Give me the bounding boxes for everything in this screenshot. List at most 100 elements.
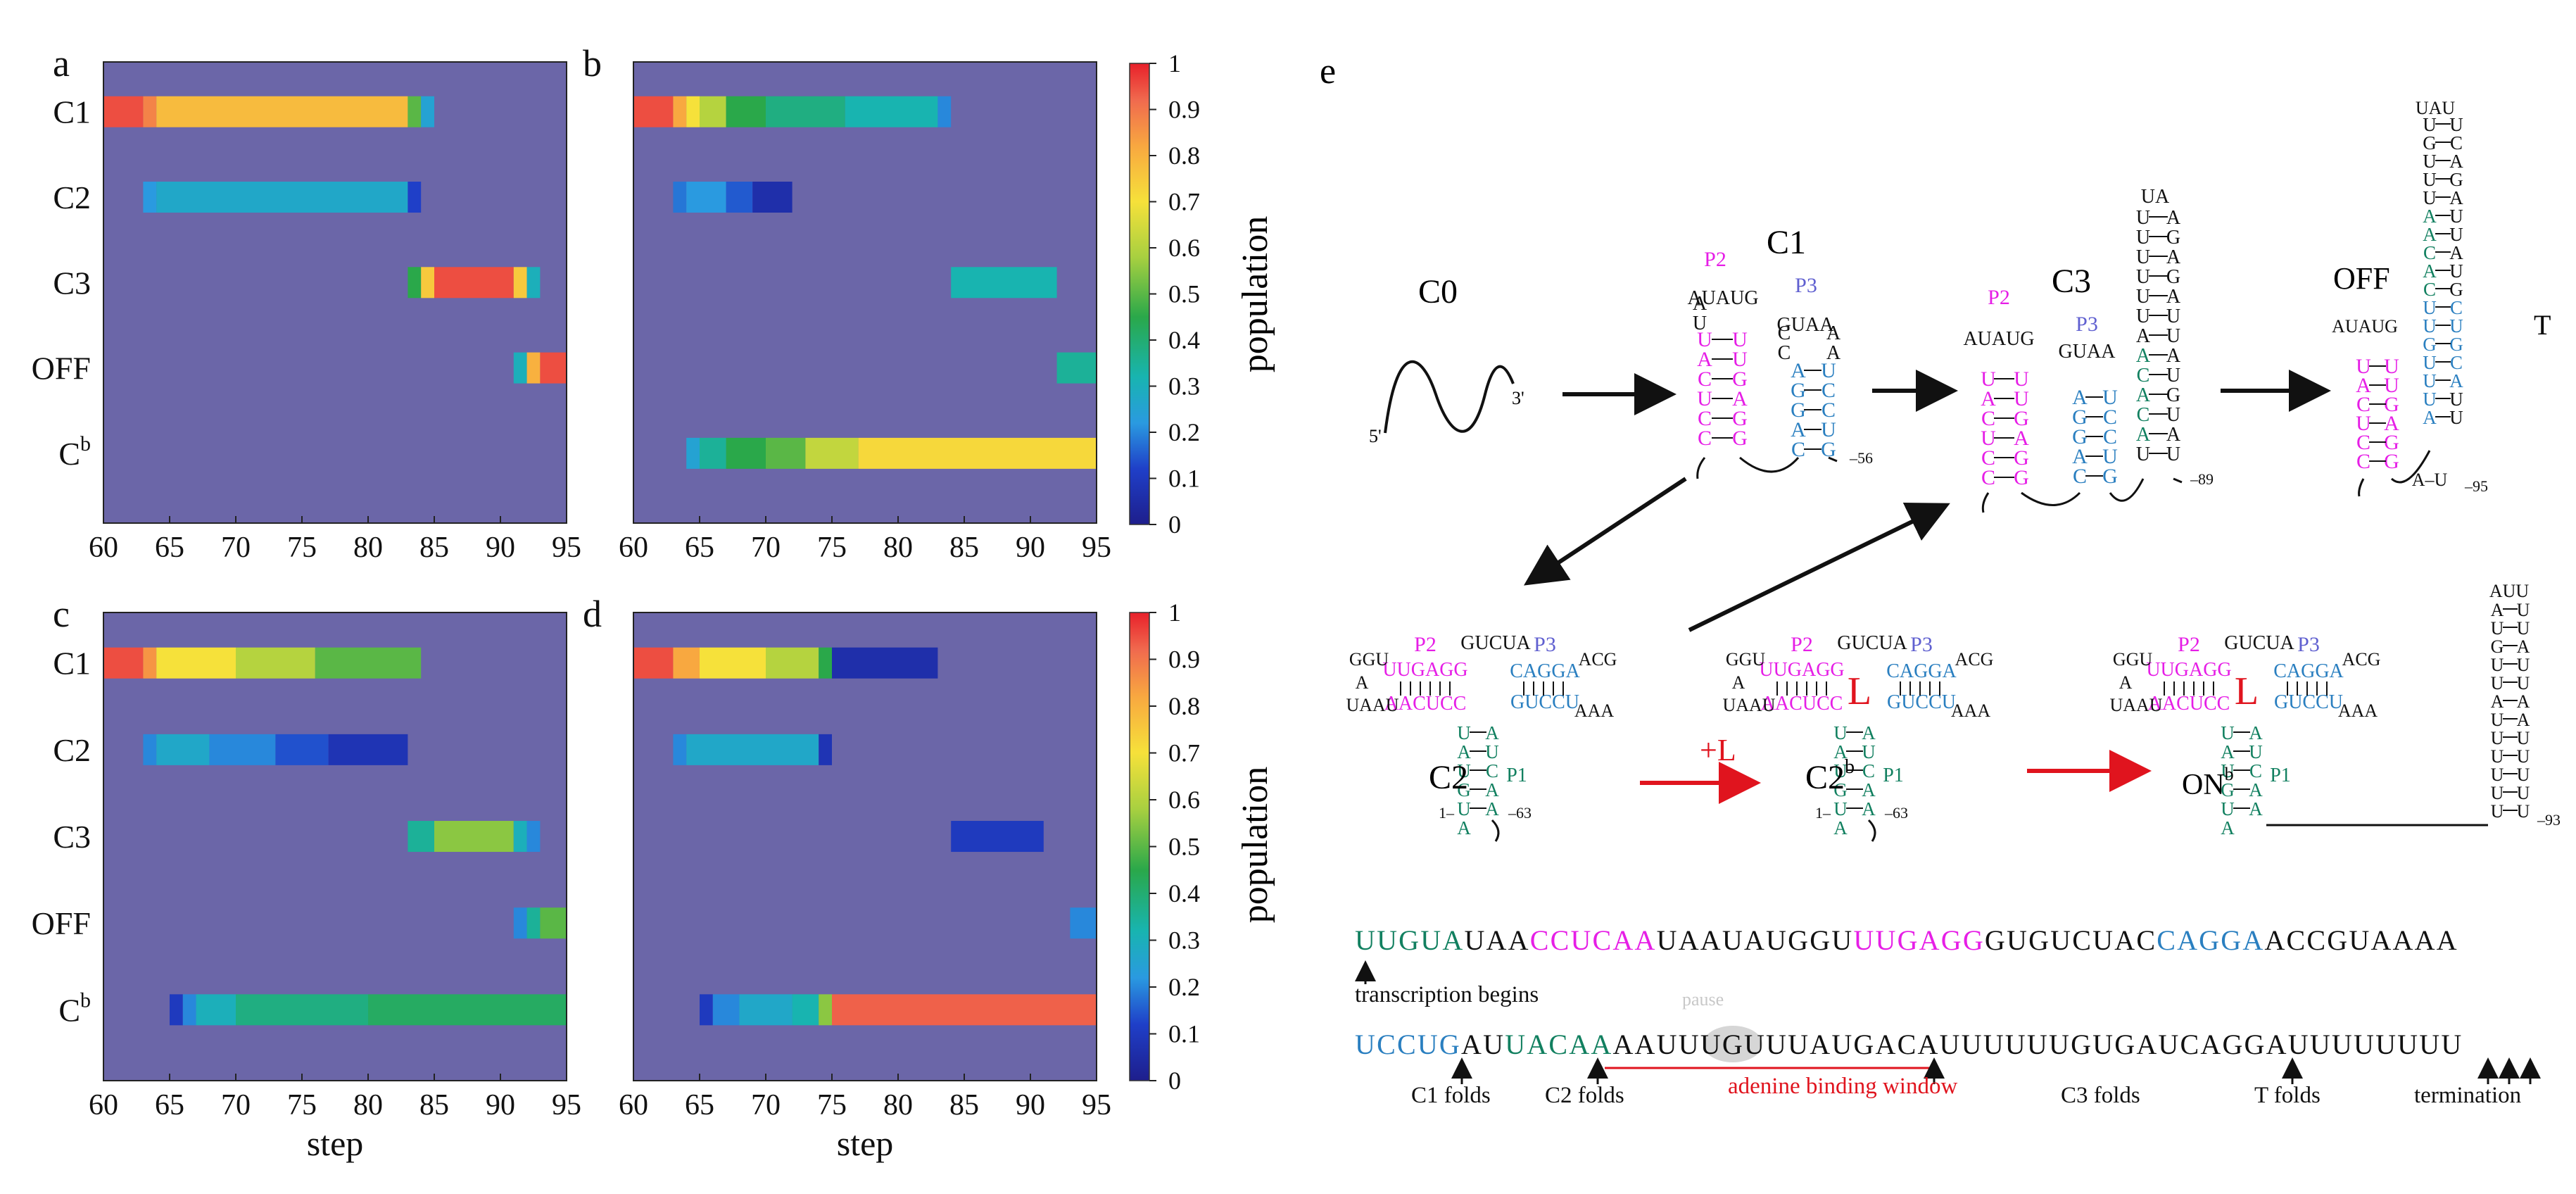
off-t-left: U <box>2423 151 2437 172</box>
p3-loop-top: ACG <box>1955 649 1994 670</box>
p2-bottom: AACUCC <box>2148 693 2230 715</box>
off-t-right: A <box>2449 151 2463 172</box>
heatmap-cell-c1 <box>143 96 157 127</box>
p1-right: A <box>2249 722 2263 743</box>
p1-right: A <box>1485 798 1499 819</box>
off-t-left: U <box>2423 370 2437 391</box>
heatmap-frame <box>633 61 1097 524</box>
p3-top: CAGGA <box>2273 660 2344 682</box>
label-binding-window: adenine binding window <box>1728 1074 1958 1099</box>
colorbar-ticks-bottom: 00.10.20.30.40.50.60.70.80.91 <box>1149 598 1200 1095</box>
c1-p2-left: C <box>1698 367 1712 391</box>
heatmap-cell-off <box>540 352 567 384</box>
c1-p3-right: U <box>1821 418 1836 441</box>
c1-p3-right: G <box>1821 438 1836 461</box>
label-termination: termination <box>2414 1083 2522 1108</box>
c3-p2-left: A <box>1981 387 1996 410</box>
x-tick-label: 95 <box>1082 532 1111 564</box>
off-backbone <box>2358 450 2431 497</box>
c3-p2-left: C <box>1981 407 1995 430</box>
c1-p3-left: G <box>1791 379 1806 402</box>
three-prime-label: 3' <box>1512 388 1524 408</box>
off-t-left: A <box>2423 206 2437 227</box>
heatmap-cell-c1 <box>156 647 236 679</box>
on-t-left: U <box>2491 655 2504 675</box>
heatmap-cell-off <box>513 352 527 384</box>
on-t-right: A <box>2517 636 2530 657</box>
x-tick-label: 70 <box>751 532 781 564</box>
label-c2-folds: C2 folds <box>1545 1083 1624 1108</box>
x-tick-label: 70 <box>751 1089 781 1121</box>
off-p2-left: C <box>2356 431 2370 454</box>
sequence-segment: UAAUAUGGU <box>1656 924 1854 956</box>
p1-left: U <box>1833 798 1848 819</box>
sequence-segment: AU <box>1461 1029 1505 1060</box>
c1-p3-loop-left: C <box>1778 342 1791 364</box>
heatmap-cell-c2 <box>752 182 793 213</box>
off-t-base: A–U <box>2412 470 2448 490</box>
x-tick-label: 85 <box>949 1089 979 1121</box>
p2-loop-bottom: UAAU <box>1722 695 1775 715</box>
on-t-loop: AUU <box>2489 581 2530 601</box>
on-t-right: U <box>2517 618 2530 639</box>
c1-p3-left: A <box>1791 418 1806 441</box>
row-label: C1 <box>53 646 91 681</box>
off-t-left: U <box>2423 315 2437 337</box>
x-tick-label: 75 <box>817 532 847 564</box>
c3-backbone <box>1981 477 2183 513</box>
on-t-right: A <box>2517 710 2530 730</box>
p1-right: C <box>1862 760 1875 781</box>
off-t-left: A <box>2423 407 2437 428</box>
heatmap-cell-c1 <box>408 96 422 127</box>
helix-label-p2: P2 <box>1704 248 1726 271</box>
row-label-main: C3 <box>53 265 91 301</box>
c3-t-right: U <box>2166 325 2180 347</box>
heatmap-cell-c2 <box>686 182 726 213</box>
c3-t-right: A <box>2166 424 2181 446</box>
heatmap-cell-cb <box>819 994 832 1026</box>
off-t-right: G <box>2449 279 2463 300</box>
on-t-right: U <box>2517 765 2530 785</box>
row-label-main: C2 <box>53 180 91 215</box>
p2-loop-top: GGU <box>1726 649 1766 670</box>
c3-p3-right: C <box>2103 425 2117 448</box>
row-label-main: C3 <box>53 819 91 855</box>
heatmap-cell-c1 <box>103 96 144 127</box>
c3-t-right: G <box>2166 227 2180 249</box>
on-t-right: A <box>2517 691 2530 712</box>
x-tick-label: 75 <box>287 532 317 564</box>
mid-loop: GUCUA <box>1460 632 1531 654</box>
c3-structure: P2P3AUAUGUACUCCUUGAGGGUAAAGGACUCCUGUAUUU… <box>1963 186 2214 513</box>
state-label-off: OFF <box>2333 261 2390 296</box>
heatmap-cell-cb <box>739 994 793 1026</box>
heatmap-cell-c1 <box>766 96 845 127</box>
colorbar-ticks-top: 00.10.20.30.40.50.60.70.80.91 <box>1149 49 1200 539</box>
x-tick-label: 65 <box>155 1089 184 1121</box>
heatmap-cell-c3 <box>951 821 1044 853</box>
c3-p2-right: A <box>2014 427 2029 450</box>
colorbar-tick-label: 0.6 <box>1168 786 1200 814</box>
sequence-line-1: UUGUAUAACCUCAAUAAUAUGGUUUGAGGGUGUCUACCAG… <box>1355 924 2458 957</box>
p3-loop-bottom: AAA <box>2338 700 2378 721</box>
p2-loop-top: GGU <box>1349 649 1389 670</box>
c3-t-left: C <box>2137 365 2150 387</box>
label-t-folds: T folds <box>2254 1083 2321 1108</box>
on-t-right: U <box>2517 783 2530 803</box>
heatmap-cell-c3 <box>408 267 422 298</box>
c3-t-left: A <box>2136 345 2151 367</box>
five-prime-label: 5' <box>1369 426 1382 446</box>
helix-label-p3: P3 <box>1795 274 1817 297</box>
c3-p3-left: G <box>2072 406 2088 429</box>
label-transcription-begins: transcription begins <box>1355 982 1539 1007</box>
panel-label-e: e <box>1320 51 1336 92</box>
on-t-left: A <box>2491 691 2504 712</box>
p2-top: UUGAGG <box>1759 659 1844 681</box>
heatmap-cell-off <box>526 907 541 939</box>
heatmap-cell-off <box>540 907 567 939</box>
p1-left: G <box>2221 779 2235 800</box>
c3-p3-right: U <box>2102 386 2118 409</box>
p3-bottom: GUCCU <box>2274 691 2343 713</box>
off-t-left: U <box>2423 352 2437 373</box>
state-label-on: ONb <box>2182 764 2234 801</box>
